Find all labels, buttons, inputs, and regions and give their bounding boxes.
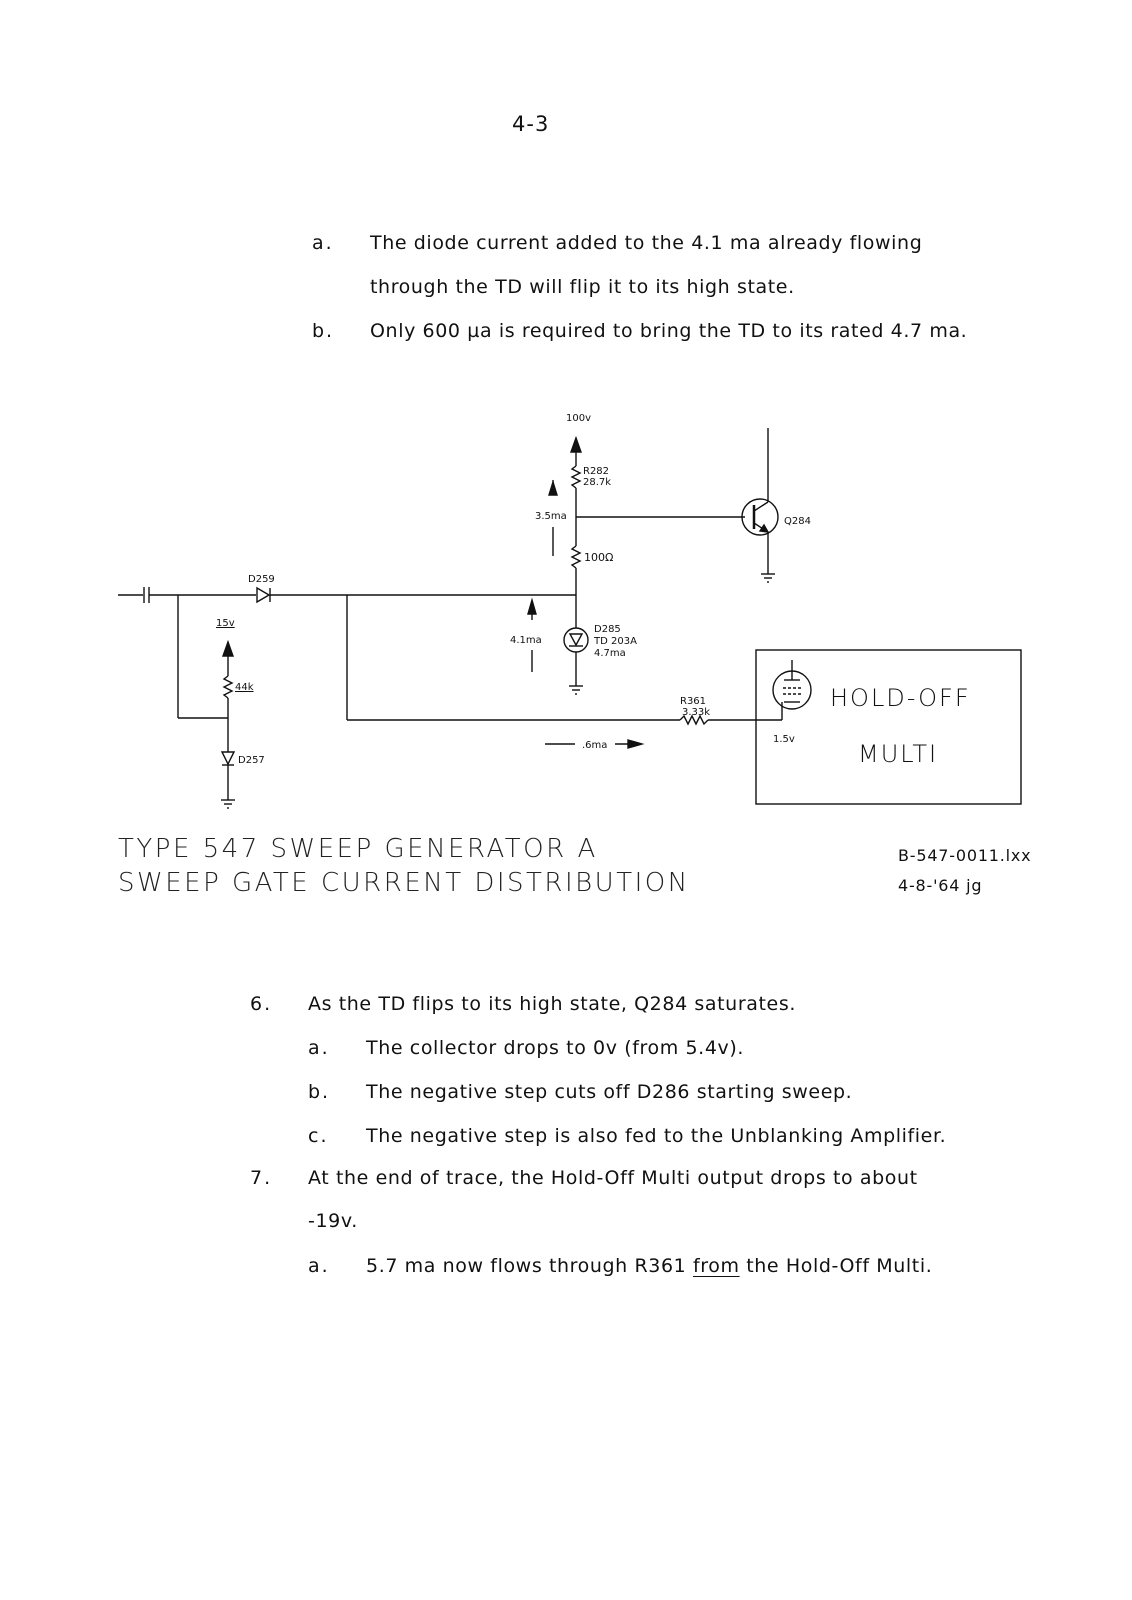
resistor-r282-symbol	[570, 465, 582, 489]
label-td203a: TD 203A	[593, 636, 637, 647]
label-100v: 100v	[566, 413, 591, 424]
paragraph-line: As the TD flips to its high state, Q284 …	[308, 993, 796, 1015]
q284-transistor-symbol	[741, 498, 779, 536]
paragraph-line: The collector drops to 0v (from 5.4v).	[366, 1037, 745, 1059]
label-15v: 15v	[216, 618, 235, 629]
list-marker: 6.	[250, 993, 273, 1015]
drawing-reference: B-547-0011.lxx	[898, 846, 1032, 865]
schematic-diagram: 100v R282 28.7k 3.5ma Q284 100Ω D259 15v…	[118, 413, 1022, 809]
list-marker: c.	[308, 1125, 329, 1147]
d285-tunnel-diode-symbol	[563, 627, 589, 653]
paragraph-line: through the TD will flip it to its high …	[370, 276, 795, 298]
holdoff-label-line1: HOLD-OFF	[830, 684, 971, 712]
d257-diode-symbol	[220, 751, 236, 766]
label-44k: 44k	[235, 682, 254, 693]
label-100-ohm: 100Ω	[584, 551, 613, 564]
underlined-word: from	[692, 1255, 740, 1277]
paragraph-line: Only 600 µa is required to bring the TD …	[370, 320, 968, 342]
label-d259: D259	[248, 574, 275, 585]
paragraph-line: -19v.	[308, 1210, 358, 1232]
paragraph-line: 5.7 ma now flows through R361 from the H…	[366, 1255, 932, 1277]
label-3-5ma: 3.5ma	[535, 511, 567, 522]
paragraph-line: At the end of trace, the Hold-Off Multi …	[308, 1167, 918, 1189]
list-marker: b.	[312, 320, 335, 342]
label-d285: D285	[594, 624, 621, 635]
resistor-100-symbol	[570, 545, 582, 569]
figure-caption-line2: SWEEP GATE CURRENT DISTRIBUTION	[118, 868, 690, 898]
drawing-date: 4-8-'64 jg	[898, 876, 983, 895]
label-r282-value: 28.7k	[583, 477, 611, 488]
resistor-r361-symbol	[679, 714, 709, 726]
label-1-5v: 1.5v	[773, 734, 795, 745]
label-0-6ma: .6ma	[582, 740, 607, 751]
arrow-right-icon	[627, 739, 645, 749]
arrow-up-icon	[222, 639, 234, 657]
list-marker: b.	[308, 1081, 331, 1103]
label-4-7ma: 4.7ma	[594, 648, 626, 659]
text-segment: the Hold-Off Multi.	[739, 1255, 933, 1277]
label-q284: Q284	[784, 516, 811, 527]
label-4-1ma: 4.1ma	[510, 635, 542, 646]
text-segment: 5.7 ma now flows through R361	[366, 1255, 693, 1277]
list-marker: a.	[308, 1255, 330, 1277]
paragraph-line: The negative step is also fed to the Unb…	[366, 1125, 947, 1147]
list-marker: a.	[312, 232, 334, 254]
holdoff-multi-box	[755, 649, 1022, 805]
label-r361-value: 3.33k	[682, 707, 710, 718]
d259-diode-symbol	[256, 586, 271, 604]
label-d257: D257	[238, 755, 265, 766]
label-r282: R282	[583, 466, 609, 477]
holdoff-label-line2: MULTI	[858, 740, 938, 768]
arrow-up-icon	[570, 435, 582, 453]
label-r361: R361	[680, 696, 706, 707]
paragraph-line: The negative step cuts off D286 starting…	[366, 1081, 853, 1103]
paragraph-line: The diode current added to the 4.1 ma al…	[370, 232, 923, 254]
resistor-44k-symbol	[222, 675, 234, 699]
figure-caption-line1: TYPE 547 SWEEP GENERATOR A	[118, 834, 598, 864]
page-number: 4-3	[512, 112, 550, 136]
list-marker: 7.	[250, 1167, 273, 1189]
list-marker: a.	[308, 1037, 330, 1059]
